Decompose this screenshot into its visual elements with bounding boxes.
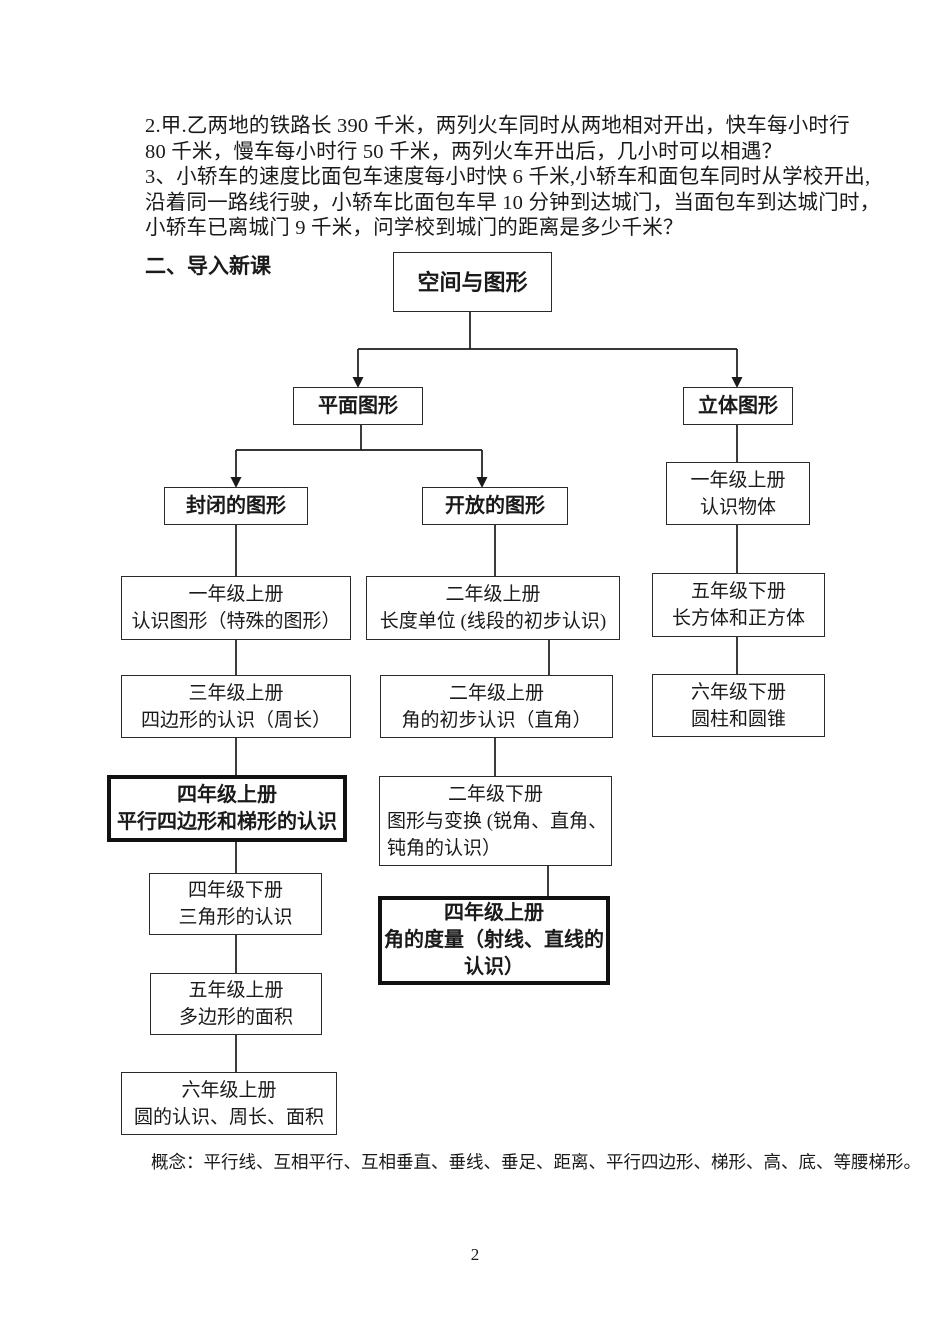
node-text-line: 三年级上册 [188,682,284,704]
flowchart-node-g2-length: 二年级上册 长度单位 (线段的初步认识) [366,576,620,640]
intro-line-5: 小轿车已离城门 9 千米，问学校到城门的距离是多少千米？ [145,217,684,240]
node-text-line: 认识物体 [699,496,776,518]
intro-text: 2.甲.乙两地的铁路长 390 千米，两列火车同时从两地相对开出，快车每小时行 … [145,114,881,242]
node-text-line: 多边形的面积 [178,1007,293,1028]
flowchart-node-g3-quadrilateral: 三年级上册 四边形的认识（周长） [121,675,351,738]
node-text-line: 角的初步认识（直角） [401,709,592,731]
flowchart-node-g5-cuboid: 五年级下册 长方体和正方体 [652,573,825,637]
node-text-line: 长方体和正方体 [671,608,805,629]
node-text-line: 六年级上册 [181,1079,277,1101]
concepts-text: 概念：平行线、互相平行、互相垂直、垂线、垂足、距离、平行四边形、梯形、高、底、等… [151,1152,921,1172]
node-text-line: 平面图形 [318,394,398,417]
node-text-line: 二年级上册 [448,682,544,704]
node-text-line: 四年级上册 [444,902,544,924]
intro-line-1: 2.甲.乙两地的铁路长 390 千米，两列火车同时从两地相对开出，快车每小时行 [145,115,850,137]
node-text-line: 二年级上册 [445,584,541,605]
node-text-line: 钝角的认识） [387,837,502,859]
intro-line-4: 沿着同一路线行驶，小轿车比面包车早 10 分钟到达城门，当面包车到达城门时， [145,191,881,214]
node-text-line: 一年级上册 [690,469,786,491]
flowchart-node-root: 空间与图形 [393,252,552,312]
intro-line-3: 3、小轿车的速度比面包车速度每小时快 6 千米,小轿车和面包车同时从学校开出, [145,166,871,189]
flowchart-node-g2-angle: 二年级上册 角的初步认识（直角） [380,675,613,738]
node-text-line: 六年级下册 [690,681,786,703]
flowchart-node-open-figures: 开放的图形 [422,487,568,525]
node-text-line: 四边形的认识（周长） [140,709,331,731]
flowchart-node-solid-figures: 立体图形 [683,387,793,425]
section-heading: 二、导入新课 [145,254,271,278]
node-text-line: 四年级下册 [187,880,283,901]
flowchart-node-g1-shapes: 一年级上册 认识图形（特殊的图形） [121,576,351,640]
node-text-line: 长度单位 (线段的初步认识) [379,611,607,632]
flowchart-node-g1-objects: 一年级上册 认识物体 [666,462,810,525]
flowchart-node-g4-parallelogram: 四年级上册 平行四边形和梯形的认识 [107,775,347,842]
node-text-line: 一年级上册 [188,584,284,605]
node-text-line: 三角形的认识 [178,907,293,928]
flowchart-node-g6-circle: 六年级上册 圆的认识、周长、面积 [121,1072,337,1135]
node-text-line: 空间与图形 [417,269,528,295]
node-text-line: 立体图形 [698,394,778,417]
node-text-line: 五年级上册 [188,980,284,1001]
node-text-line: 圆的认识、周长、面积 [133,1106,324,1128]
flowchart-node-g2-transform: 二年级下册 图形与变换 (锐角、直角、 钝角的认识） [379,776,612,866]
node-text-line: 封闭的图形 [186,494,286,517]
node-text-line: 二年级下册 [447,783,543,805]
node-text-line: 开放的图形 [445,494,545,517]
node-text-line: 四年级上册 [177,783,277,806]
node-text-line: 图形与变换 (锐角、直角、 [387,810,608,832]
node-text-line: 认识图形（特殊的图形） [131,611,341,632]
flowchart-node-closed-figures: 封闭的图形 [164,487,308,525]
flowchart-node-g6-cylinder: 六年级下册 圆柱和圆锥 [652,674,825,737]
node-text-line: 认识） [464,956,524,978]
flowchart-node-plane-figures: 平面图形 [293,387,423,425]
flowchart-node-g5-polygon-area: 五年级上册 多边形的面积 [150,973,322,1035]
page-number: 2 [470,1245,480,1264]
intro-line-2: 80 千米，慢车每小时行 50 千米，两列火车开出后，几小时可以相遇？ [145,140,783,163]
flowchart-node-g4-triangle: 四年级下册 三角形的认识 [149,873,322,935]
node-text-line: 平行四边形和梯形的认识 [117,810,337,833]
node-text-line: 五年级下册 [690,581,786,602]
node-text-line: 角的度量（射线、直线的 [384,929,604,951]
flowchart-node-g4-angle-measure: 四年级上册 角的度量（射线、直线的 认识） [378,896,610,985]
node-text-line: 圆柱和圆锥 [690,708,786,730]
